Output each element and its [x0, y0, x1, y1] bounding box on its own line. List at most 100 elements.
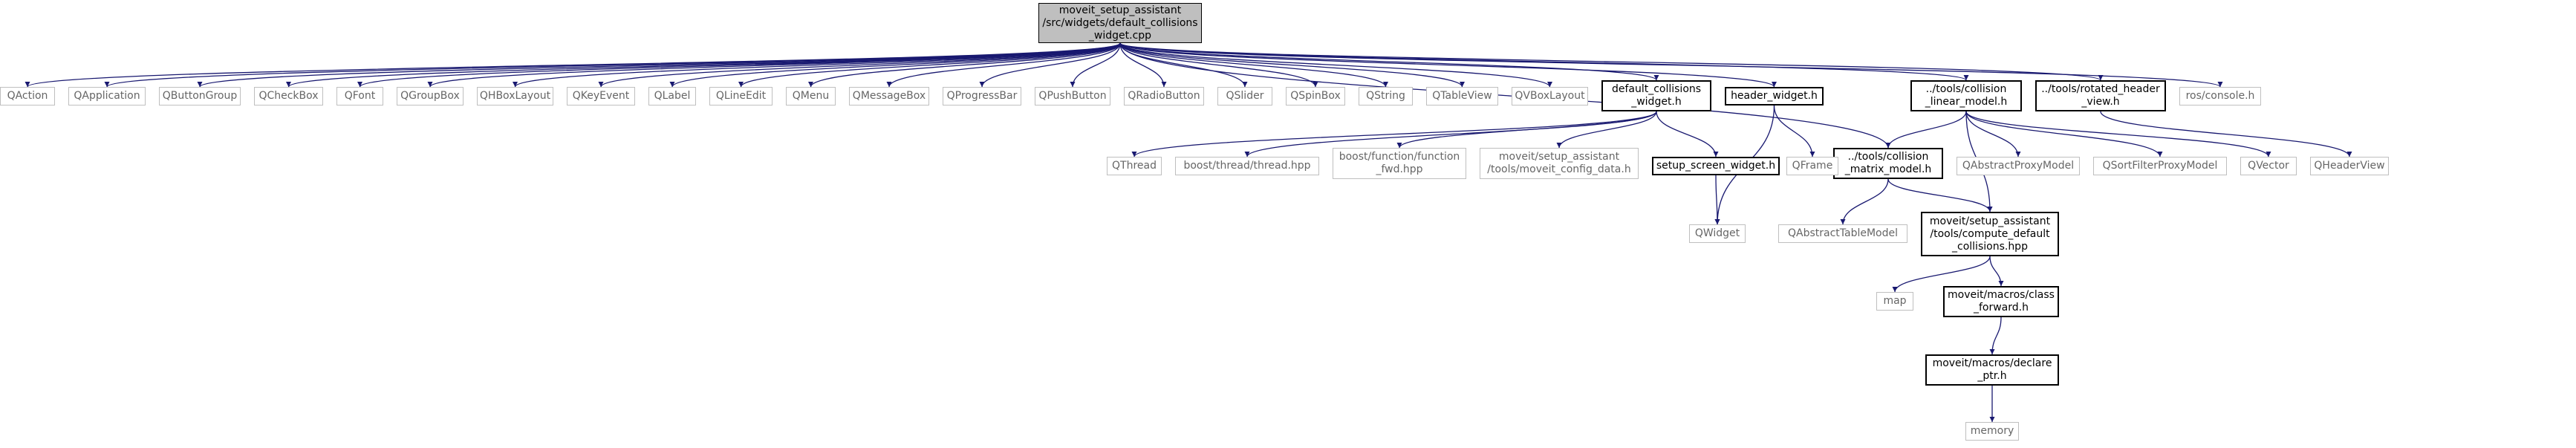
edge-cmm_h-to-qabstracttablemodel	[1840, 178, 1889, 225]
node-label: boost/thread/thread.hpp	[1183, 160, 1311, 172]
node-label: setup_screen_widget.h	[1656, 160, 1776, 172]
edge-root-to-qmenu	[808, 42, 1121, 88]
edge-root-to-qkeyevent	[598, 42, 1121, 88]
node-qbuttongroup: QButtonGroup	[159, 87, 241, 105]
node-qpushbutton: QPushButton	[1035, 87, 1110, 105]
edge-root-to-qslider	[1119, 42, 1248, 88]
node-qvboxlayout: QVBoxLayout	[1512, 87, 1588, 105]
edge-ssw_h-to-qwidget	[1714, 175, 1720, 225]
node-class-forward[interactable]: moveit/macros/class _forward.h	[1943, 286, 2059, 317]
node-label: QLineEdit	[715, 90, 767, 102]
node-root[interactable]: moveit_setup_assistant /src/widgets/defa…	[1038, 3, 1202, 43]
node-label: map	[1883, 295, 1907, 307]
node-label: QAction	[7, 90, 48, 102]
edge-root-to-qtableview	[1119, 42, 1465, 88]
edge-root-to-dcw_h	[1119, 42, 1659, 81]
node-cdc-hpp[interactable]: moveit/setup_assistant /tools/compute_de…	[1921, 212, 2059, 256]
node-ros-console: ros/console.h	[2179, 87, 2261, 105]
node-qmenu: QMenu	[786, 87, 836, 105]
node-map: map	[1876, 292, 1913, 311]
node-label: QMenu	[792, 90, 830, 102]
node-rhv-h[interactable]: ../tools/rotated_header _view.h	[2035, 80, 2166, 111]
node-qabstractproxymodel: QAbstractProxyModel	[1957, 157, 2080, 175]
edge-root-to-rhv_h	[1119, 42, 2104, 81]
node-label: QAbstractProxyModel	[1962, 160, 2075, 172]
node-qradiobutton: QRadioButton	[1124, 87, 1204, 105]
node-label: QApplication	[74, 90, 140, 102]
node-header-widget-h[interactable]: header_widget.h	[1725, 87, 1824, 105]
edge-cdc_hpp-to-map	[1892, 256, 1991, 293]
node-qkeyevent: QKeyEvent	[567, 87, 635, 105]
node-qcheckbox: QCheckBox	[254, 87, 323, 105]
node-boost-function: boost/function/function _fwd.hpp	[1333, 148, 1466, 179]
edge-root-to-qradiobutton	[1119, 42, 1167, 88]
node-qaction: QAction	[0, 87, 55, 105]
edge-clm_h-to-qabstractproxymodel	[1965, 111, 2021, 158]
edge-root-to-qbuttongroup	[197, 42, 1121, 88]
edge-root-to-qvboxlayout	[1119, 42, 1552, 88]
node-dcw-h[interactable]: default_collisions _widget.h	[1601, 80, 1711, 111]
node-label: QPushButton	[1038, 90, 1107, 102]
node-label: ../tools/rotated_header _view.h	[2041, 83, 2160, 108]
node-label: QProgressBar	[946, 90, 1018, 102]
node-qvector: QVector	[2240, 157, 2297, 175]
node-declare-ptr[interactable]: moveit/macros/declare _ptr.h	[1925, 354, 2059, 386]
node-qsortfilterproxymodel: QSortFilterProxyModel	[2093, 157, 2227, 175]
node-label: header_widget.h	[1731, 90, 1818, 102]
edge-clm_h-to-qsortfilterproxymodel	[1965, 111, 2163, 158]
edge-root-to-qspinbox	[1119, 42, 1318, 88]
node-label: moveit_setup_assistant /src/widgets/defa…	[1042, 4, 1198, 42]
node-label: QHBoxLayout	[479, 90, 551, 102]
node-label: ros/console.h	[2185, 90, 2255, 102]
node-clm-h[interactable]: ../tools/collision _linear_model.h	[1910, 80, 2022, 111]
edge-root-to-qstring	[1119, 42, 1388, 88]
node-label: default_collisions _widget.h	[1611, 83, 1702, 108]
node-qthread: QThread	[1107, 157, 1162, 175]
node-label: QThread	[1112, 160, 1157, 172]
node-qheaderview: QHeaderView	[2310, 157, 2389, 175]
edge-root-to-qprogressbar	[979, 42, 1121, 88]
node-qlabel: QLabel	[648, 87, 696, 105]
edge-header_widget_h-to-qframe	[1773, 105, 1815, 158]
edge-dcw_h-to-qthread	[1131, 111, 1657, 158]
node-qapplication: QApplication	[68, 87, 146, 105]
node-label: QLabel	[654, 90, 691, 102]
node-qabstracttablemodel: QAbstractTableModel	[1778, 224, 1907, 243]
node-qtableview: QTableView	[1426, 87, 1498, 105]
node-ssw-h[interactable]: setup_screen_widget.h	[1652, 157, 1780, 175]
node-label: QWidget	[1694, 227, 1740, 239]
node-cmm-h[interactable]: ../tools/collision _matrix_model.h	[1833, 148, 1943, 179]
node-label: QSlider	[1226, 90, 1264, 102]
node-label: QFont	[344, 90, 376, 102]
edge-root-to-cmm_h	[1119, 42, 1891, 149]
node-label: QVector	[2248, 160, 2289, 172]
edge-class_forward-to-declare_ptr	[1989, 316, 2002, 355]
edge-root-to-qmessagebox	[886, 42, 1121, 88]
node-qfont: QFont	[336, 87, 383, 105]
edge-root-to-qpushbutton	[1070, 42, 1121, 88]
edge-clm_h-to-qvector	[1965, 111, 2271, 158]
edge-root-to-header_widget_h	[1119, 42, 1777, 88]
edge-root-to-qgroupbox	[427, 42, 1121, 88]
node-qlineedit: QLineEdit	[709, 87, 773, 105]
node-moveit-config-data: moveit/setup_assistant /tools/moveit_con…	[1480, 148, 1639, 179]
node-qslider: QSlider	[1217, 87, 1272, 105]
edge-cmm_h-to-cdc_hpp	[1887, 178, 1993, 212]
edge-dcw_h-to-boost_function	[1396, 111, 1657, 149]
node-label: QFrame	[1792, 160, 1833, 172]
node-label: QAbstractTableModel	[1787, 227, 1899, 239]
node-label: QButtonGroup	[162, 90, 238, 102]
edge-root-to-ros_console	[1119, 42, 2223, 88]
edge-root-to-qlabel	[669, 42, 1121, 88]
edge-root-to-qaction	[25, 42, 1121, 88]
node-label: QVBoxLayout	[1515, 90, 1585, 102]
node-label: moveit/macros/class _forward.h	[1948, 289, 2055, 314]
node-qstring: QString	[1359, 87, 1413, 105]
node-label: boost/function/function _fwd.hpp	[1339, 151, 1460, 175]
node-label: moveit/macros/declare _ptr.h	[1932, 357, 2052, 382]
node-qspinbox: QSpinBox	[1286, 87, 1345, 105]
node-qprogressbar: QProgressBar	[943, 87, 1021, 105]
edge-dcw_h-to-ssw_h	[1656, 111, 1719, 158]
